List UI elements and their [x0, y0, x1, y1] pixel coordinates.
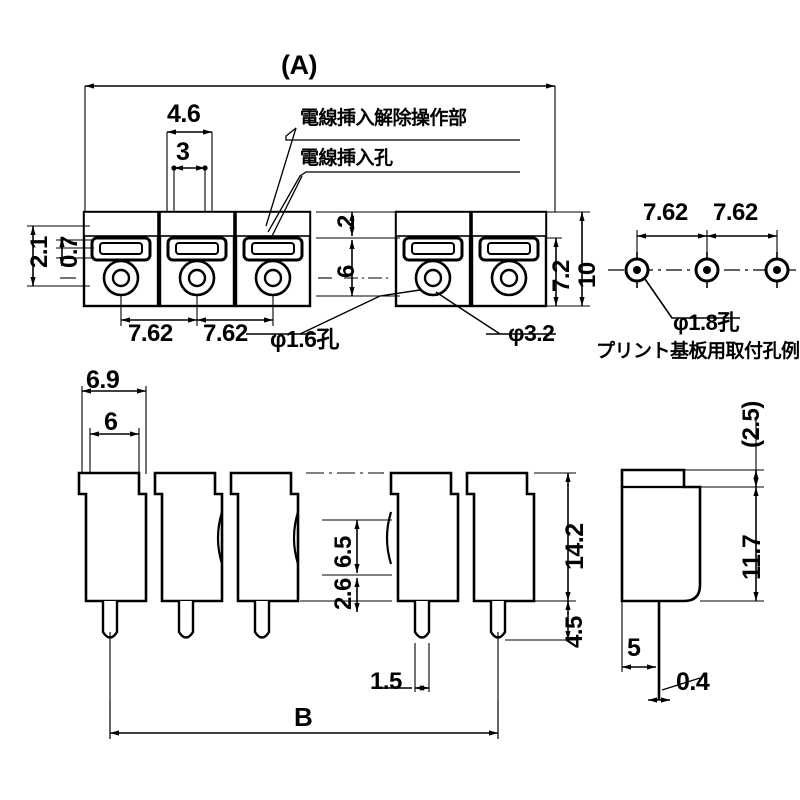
- side-view-group: [620, 420, 764, 703]
- side-pin-offset-label: 5: [627, 634, 641, 662]
- pitch-dimensions-top: [120, 296, 274, 326]
- pin-length-label: 4.5: [561, 616, 588, 648]
- body-width-inner-label: 6: [104, 408, 118, 436]
- terminal-block-top-3: [234, 210, 312, 308]
- front-block-4: [385, 471, 460, 639]
- pcb-hole-leader: [644, 278, 740, 319]
- side-top-step-label: (2.5): [738, 401, 765, 448]
- gap-dim-large-label: 6: [333, 265, 360, 278]
- front-width-dimensions: [81, 386, 147, 474]
- side-view-dimensions: [621, 420, 764, 703]
- slot-outer-label: 4.6: [167, 100, 201, 128]
- front-block-3: [229, 471, 300, 639]
- pcb-hole-dia-label: φ1.8孔: [673, 310, 739, 335]
- pcb-hole-pattern-group: [608, 230, 796, 319]
- overall-a-dimension: [84, 83, 556, 212]
- annotation-leader-lines: [265, 127, 520, 237]
- terminal-block-top-4: [394, 210, 472, 308]
- terminal-block-top-1: [82, 210, 160, 308]
- body-width-outer-label: 6.9: [86, 366, 120, 394]
- pcb-pitch-1-label: 7.62: [643, 199, 688, 226]
- hole-leader-lines: [246, 289, 556, 335]
- overall-b-label: B: [294, 702, 313, 732]
- hole-large-label: φ3.2: [508, 320, 555, 346]
- pcb-hole-2: [694, 252, 720, 288]
- left-dim-inner-label: 0.7: [56, 236, 83, 268]
- pitch-2-label: 7.62: [203, 320, 248, 347]
- terminal-block-top-2: [158, 210, 236, 308]
- gap-dim-small-label: 2: [333, 215, 360, 228]
- front-block-2: [153, 471, 224, 639]
- front-body-height-label: 14.2: [561, 523, 589, 570]
- terminal-block-top-5: [470, 210, 548, 308]
- side-body-height-label: 11.7: [738, 534, 766, 580]
- pcb-pitch-2-label: 7.62: [713, 199, 758, 226]
- pin-pitch-dimension: [380, 643, 430, 692]
- side-view-body: [620, 468, 702, 603]
- left-dim-outer-label: 2.1: [26, 236, 53, 268]
- notch-dimensions: [300, 519, 392, 612]
- hole-small-label: φ1.6孔: [270, 326, 339, 352]
- pitch-1-label: 7.62: [128, 320, 173, 347]
- pcb-caption-label: プリント基板用取付孔例: [596, 340, 800, 362]
- gap-dimensions: [316, 211, 400, 297]
- slot-inner-label: 3: [176, 138, 190, 166]
- front-block-5: [465, 471, 536, 700]
- top-view-group: [27, 83, 590, 335]
- pin-pitch-label: 1.5: [370, 668, 402, 695]
- pcb-hole-1: [624, 252, 650, 288]
- annotation-insert-hole-label: 電線挿入孔: [300, 147, 393, 169]
- height-inner-label: 7.2: [548, 260, 575, 292]
- right-height-dimensions: [546, 211, 590, 307]
- front-block-1: [77, 471, 148, 700]
- left-dimensions: [27, 225, 94, 287]
- notch-upper-label: 6.5: [330, 536, 357, 568]
- annotation-release-label: 電線挿入解除操作部: [300, 107, 467, 129]
- overall-a-label: (A): [281, 50, 317, 80]
- overall-b-dimension: [109, 700, 499, 739]
- height-outer-label: 10: [574, 262, 601, 288]
- notch-lower-label: 2.6: [330, 578, 357, 610]
- front-view-group: [77, 386, 576, 739]
- front-height-dimensions: [505, 472, 576, 641]
- pcb-hole-3: [764, 252, 790, 288]
- side-pin-thickness-label: 0.4: [676, 668, 710, 696]
